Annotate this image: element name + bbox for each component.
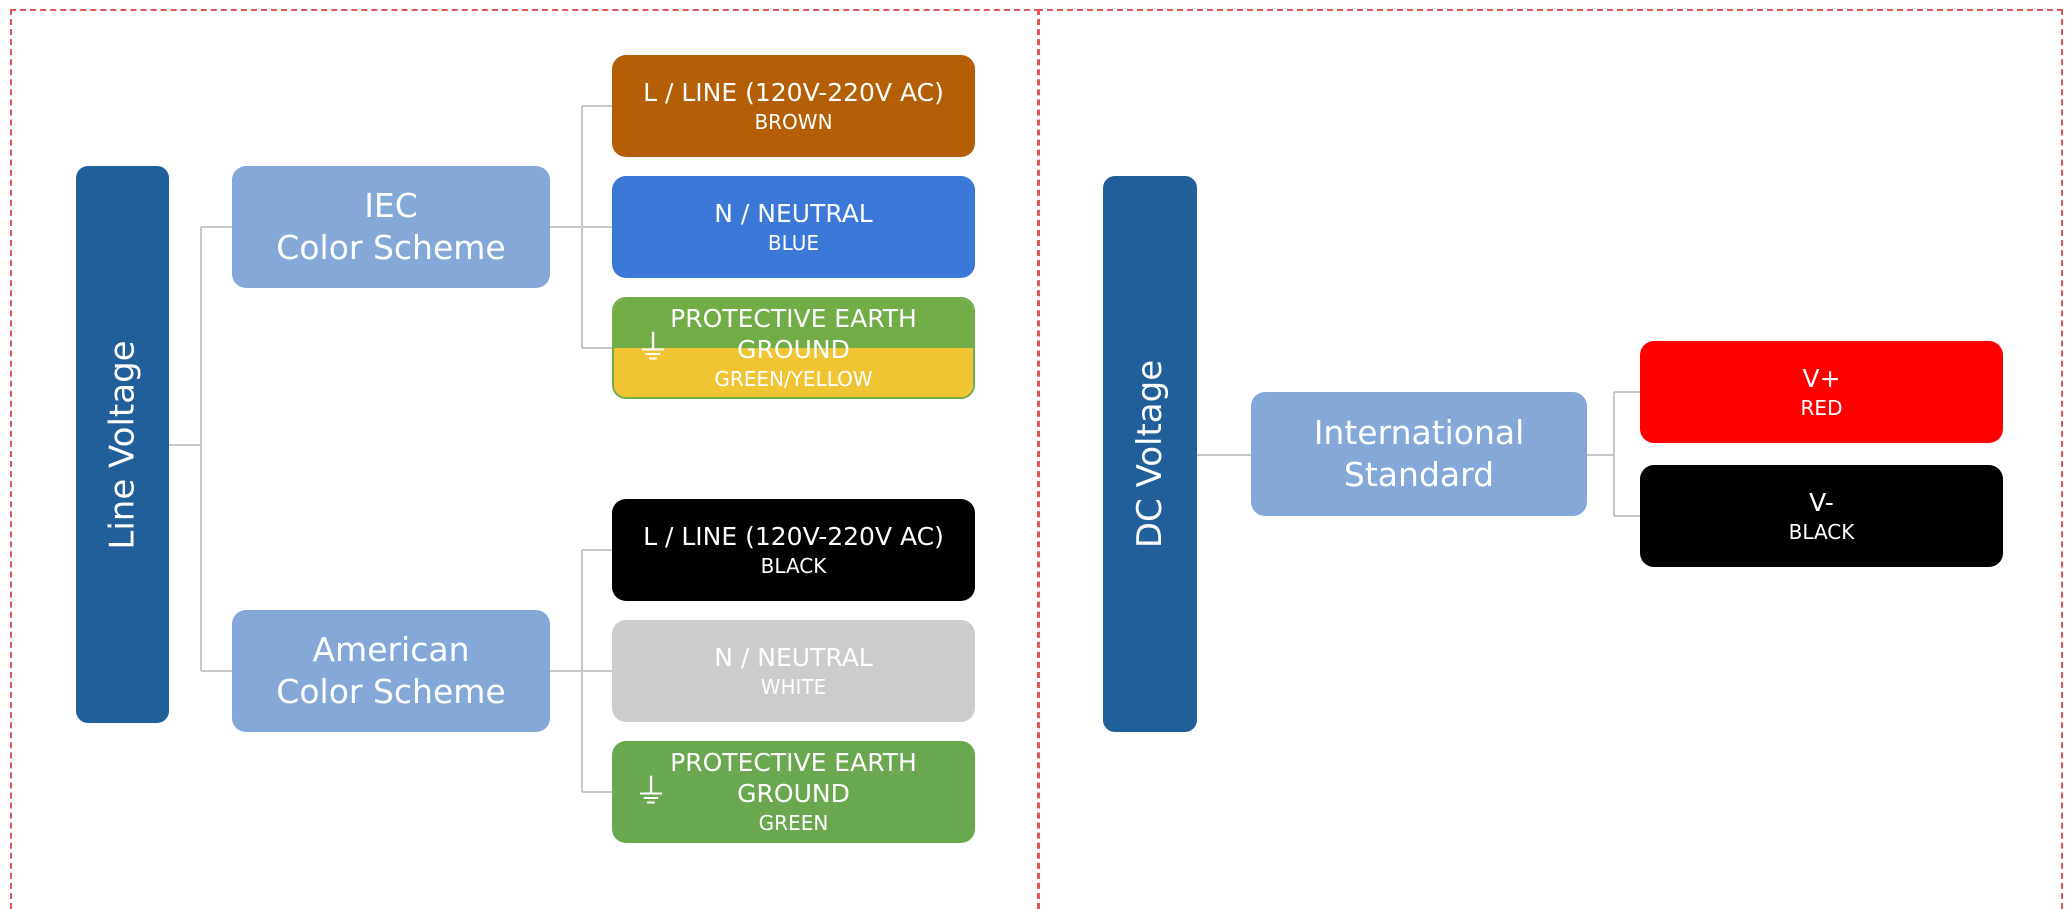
wire-color-label: RED xyxy=(1800,395,1843,420)
wire-color-label: BLACK xyxy=(1788,519,1855,544)
wire-name-line2: GROUND xyxy=(737,779,850,808)
wire-color-label: BROWN xyxy=(754,109,833,134)
ground-icon: ⏚ xyxy=(634,772,668,812)
iec-color-scheme-box: IEC Color Scheme xyxy=(232,166,550,288)
wire-color-label: BLACK xyxy=(760,553,827,578)
line-voltage-panel xyxy=(10,9,1040,909)
wire-name: N / NEUTRAL xyxy=(714,198,873,228)
iec-neutral-wire: N / NEUTRAL BLUE xyxy=(612,176,975,278)
american-neutral-wire: N / NEUTRAL WHITE xyxy=(612,620,975,722)
line-voltage-bar: Line Voltage xyxy=(76,166,169,723)
wire-color-label: GREEN/YELLOW xyxy=(714,367,873,391)
standard-title-line2: Standard xyxy=(1343,455,1495,494)
american-earth-wire: ⏚ PROTECTIVE EARTH GROUND GREEN xyxy=(612,741,975,843)
iec-title-line2: Color Scheme xyxy=(276,228,506,267)
american-title-line2: Color Scheme xyxy=(276,672,506,711)
iec-line-wire: L / LINE (120V-220V AC) BROWN xyxy=(612,55,975,157)
wire-name: L / LINE (120V-220V AC) xyxy=(643,521,944,551)
wire-color-label: GREEN xyxy=(758,811,829,835)
wire-name-line2: GROUND xyxy=(737,335,850,364)
dc-voltage-bar: DC Voltage xyxy=(1103,176,1197,732)
dc-voltage-panel xyxy=(1037,9,2063,909)
iec-earth-wire: ⏚ PROTECTIVE EARTH GROUND GREEN/YELLOW xyxy=(612,297,975,399)
wire-color-label: WHITE xyxy=(760,674,827,699)
wire-name: N / NEUTRAL xyxy=(714,642,873,672)
wire-name: V- xyxy=(1809,487,1834,517)
green-yellow-fill xyxy=(614,299,973,397)
american-line-wire: L / LINE (120V-220V AC) BLACK xyxy=(612,499,975,601)
international-standard-box: International Standard xyxy=(1251,392,1587,516)
wire-color-label: BLUE xyxy=(767,230,820,255)
wire-name-line1: PROTECTIVE EARTH xyxy=(670,304,917,333)
wire-name-line1: PROTECTIVE EARTH xyxy=(670,748,917,777)
connector-lines xyxy=(168,105,1640,793)
standard-title-line1: International xyxy=(1313,413,1525,452)
american-title-line1: American xyxy=(312,630,470,669)
american-color-scheme-box: American Color Scheme xyxy=(232,610,550,732)
dc-negative-wire: V- BLACK xyxy=(1640,465,2003,567)
line-voltage-title: Line Voltage xyxy=(102,339,143,550)
dc-voltage-title: DC Voltage xyxy=(1130,359,1171,549)
dc-positive-wire: V+ RED xyxy=(1640,341,2003,443)
ground-icon: ⏚ xyxy=(636,328,670,368)
iec-title-line1: IEC xyxy=(364,186,418,225)
wire-name: L / LINE (120V-220V AC) xyxy=(643,77,944,107)
wire-name: V+ xyxy=(1802,363,1841,393)
